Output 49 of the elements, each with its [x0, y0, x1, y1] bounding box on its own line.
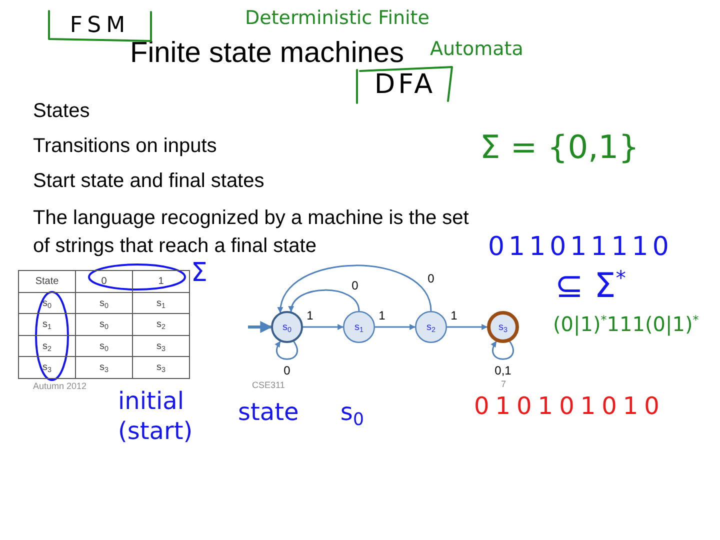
- edge-label: 1: [306, 310, 314, 322]
- handwritten-text: FSM: [70, 14, 130, 38]
- handwritten-note: initial (start): [118, 386, 194, 446]
- state-label: s$_{2}$: [426, 322, 436, 332]
- handwritten-note: Σ: [191, 258, 208, 288]
- page-number: 7: [501, 379, 506, 389]
- handwritten-note: 011011110: [488, 232, 673, 262]
- transition-arrow: [447, 324, 488, 330]
- accepting-state-circle: [487, 311, 519, 343]
- transition-arrow: [375, 324, 416, 330]
- footer-text: Autumn 2012: [33, 381, 87, 391]
- header-cell: State: [18, 270, 76, 292]
- handwritten-note: Σ = {0,1}: [480, 128, 639, 166]
- transition-arrow: [303, 324, 344, 330]
- slide-title: Finite state machines: [130, 36, 404, 70]
- edge-label: 1: [450, 310, 458, 322]
- bullet-text: Start state and final states: [33, 170, 264, 193]
- handwritten-note: state s$_{0}$: [238, 398, 364, 426]
- state-circle: [271, 311, 303, 343]
- state-circle: [415, 311, 447, 343]
- transition-arrow: [289, 289, 360, 312]
- edge-label: 0,1: [494, 364, 512, 378]
- bullet-text: The language recognized by a machine is the set of strings that reach a final state: [33, 206, 470, 259]
- self-loop-arrow: [491, 340, 514, 360]
- table-cell: s$_{3}$: [18, 356, 76, 378]
- edge-label: 0: [350, 280, 360, 292]
- bullet-text: States: [33, 100, 90, 123]
- edge-label: 0: [282, 364, 292, 378]
- transition-arrow: [278, 264, 432, 314]
- start-arrow: [248, 321, 272, 333]
- edge-label: 1: [378, 310, 386, 322]
- bullet-text: Transitions on inputs: [33, 135, 217, 158]
- state-label: s$_{0}$: [282, 322, 292, 332]
- edge-label: 0: [426, 272, 436, 286]
- handwritten-note: 010101010: [474, 392, 666, 420]
- header-cell: 1: [132, 270, 190, 292]
- state-label: s$_{3}$: [498, 322, 508, 332]
- state-circle: [343, 311, 375, 343]
- bracket-box: [355, 66, 455, 104]
- handwritten-note: Deterministic Finite: [245, 7, 430, 29]
- footer-text: CSE311: [252, 380, 285, 390]
- self-loop-arrow: [275, 340, 298, 360]
- handwritten-note: ⊆ Σ$^{*}$: [555, 266, 626, 306]
- bracket-box: [47, 10, 153, 42]
- table-cell: s$_{3}$: [132, 356, 190, 378]
- handwritten-note: Automata: [430, 38, 524, 60]
- state-label: s$_{1}$: [354, 322, 364, 332]
- handwritten-text: DFA: [374, 70, 436, 100]
- handwritten-note: (0|1)$^{*}$111(0|1)$^{*}$: [553, 312, 699, 336]
